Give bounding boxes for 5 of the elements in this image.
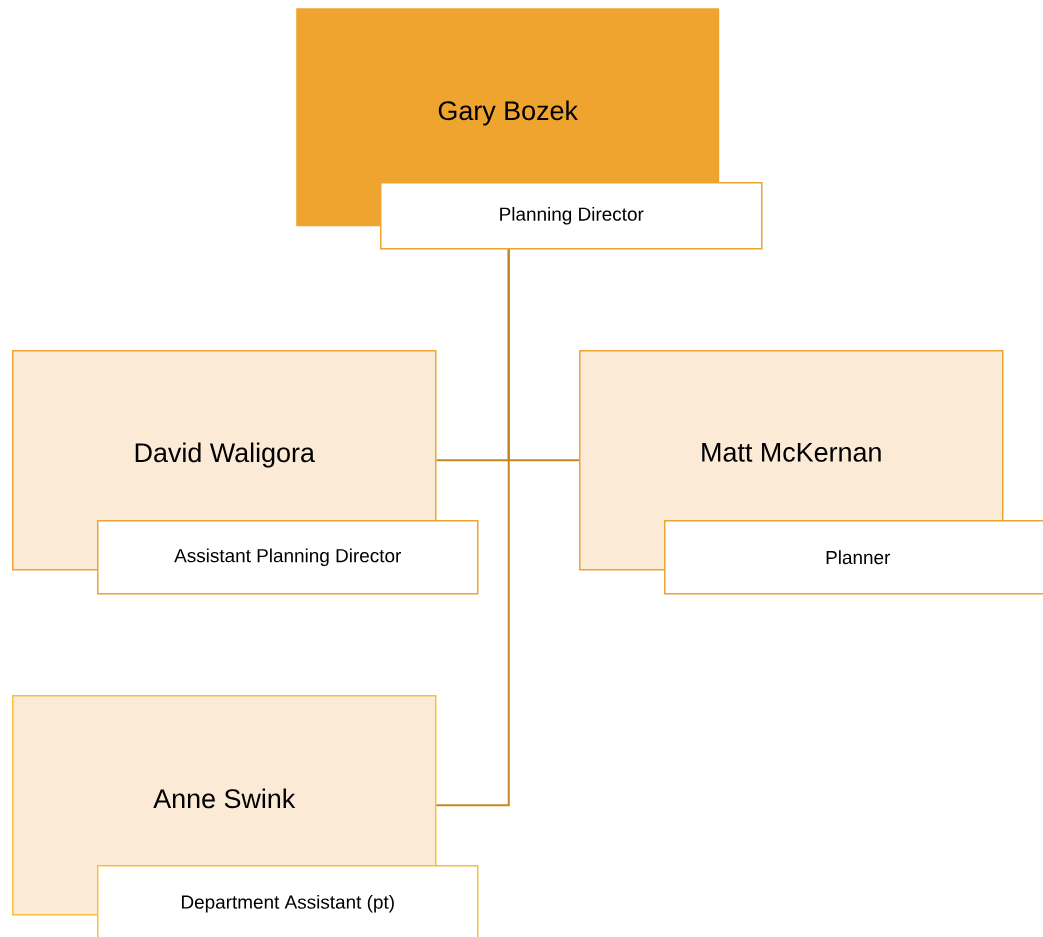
title-box: Assistant Planning Director bbox=[97, 520, 479, 595]
title-box: Planning Director bbox=[380, 182, 763, 250]
title-box: Planner bbox=[664, 520, 1043, 595]
connector-line bbox=[435, 248, 510, 807]
title-box: Department Assistant (pt) bbox=[97, 865, 479, 937]
